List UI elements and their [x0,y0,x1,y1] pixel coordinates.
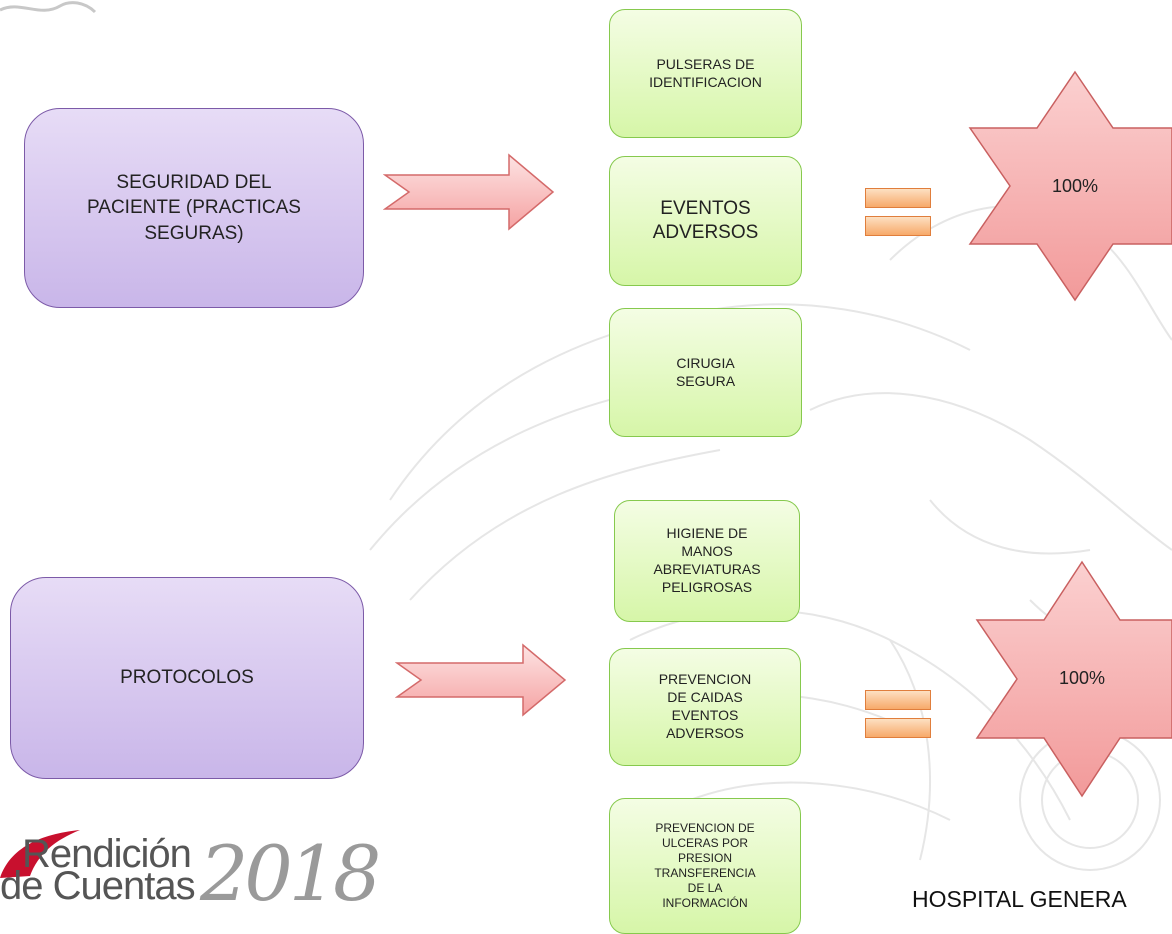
bracelets-box: PULSERAS DE IDENTIFICACION [609,9,802,138]
equals-top-bar-2 [865,216,931,236]
ulcer-prevention-box: PREVENCION DE ULCERAS POR PRESION TRANSF… [609,798,801,934]
protocols-percent-label: 100% [1058,668,1106,688]
protocols-box: PROTOCOLOS [10,577,364,779]
logo-text-line1: Rendición [22,832,192,876]
safety-percent-label: 100% [1051,176,1099,196]
logo-text-line2: de Cuentas [0,864,196,908]
hospital-caption: HOSPITAL GENERA [912,886,1127,912]
arrow-safety-icon [383,153,555,231]
star-protocols-icon [975,560,1172,798]
safe-surgery-box: CIRUGIA SEGURA [609,308,802,437]
safety-box: SEGURIDAD DEL PACIENTE (PRACTICAS SEGURA… [24,108,364,308]
star-safety-icon [968,70,1172,302]
arrow-protocols-icon [395,643,567,717]
rendicion-logo-swoosh [0,830,80,878]
hand-hygiene-box: HIGIENE DE MANOS ABREVIATURAS PELIGROSAS [614,500,800,622]
fall-prevention-box: PREVENCION DE CAIDAS EVENTOS ADVERSOS [609,648,801,766]
equals-bottom-bar-2 [865,718,931,738]
equals-bottom-bar [865,690,931,710]
adverse-events-box: EVENTOS ADVERSOS [609,156,802,286]
logo-year: 2018 [200,829,381,918]
equals-top-bar [865,188,931,208]
corner-ornament [0,1,97,14]
